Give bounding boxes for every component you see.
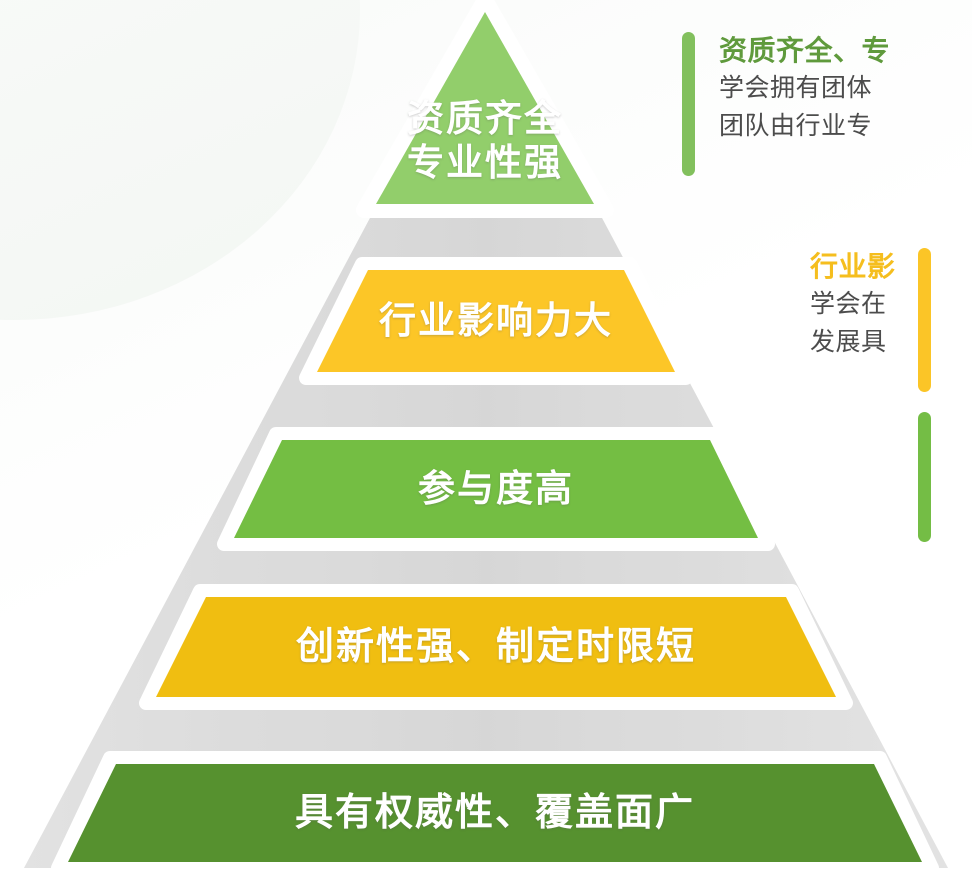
tier-2-shape xyxy=(299,257,693,385)
tier-1-shape xyxy=(356,0,614,218)
pyramid-tier-3[interactable]: 参与度高 xyxy=(217,427,775,551)
tier-5-shape xyxy=(51,751,939,875)
annotation-2-body: 行业影 学会在 发展具 xyxy=(810,248,972,398)
annotation-1-title: 资质齐全、专 xyxy=(719,35,891,66)
annotation-1-line-1: 学会拥有团体 xyxy=(719,74,873,103)
pyramid-tier-2[interactable]: 行业影响力大 xyxy=(299,257,693,385)
annotation-3 xyxy=(918,412,972,544)
annotation-1-accent-bar xyxy=(682,32,695,176)
annotation-2-accent-bar xyxy=(918,248,931,392)
annotation-2-line-2: 发展具 xyxy=(810,328,887,357)
tier-3-shape xyxy=(217,427,775,551)
pyramid-tier-4[interactable]: 创新性强、制定时限短 xyxy=(139,584,853,710)
annotation-1-line-2: 团队由行业专 xyxy=(719,112,873,141)
pyramid-tier-5[interactable]: 具有权威性、覆盖面广 xyxy=(51,751,939,875)
pyramid-tier-1[interactable]: 资质齐全 专业性强 xyxy=(330,0,640,226)
annotation-3-accent-bar xyxy=(918,412,931,542)
annotation-2 xyxy=(918,248,972,396)
annotation-1: 资质齐全、专 学会拥有团体 团队由行业专 xyxy=(682,32,972,180)
annotation-1-body: 资质齐全、专 学会拥有团体 团队由行业专 xyxy=(719,32,890,145)
tier-4-shape xyxy=(139,584,853,710)
annotation-2-title: 行业影 xyxy=(810,251,896,282)
annotation-2-line-1: 学会在 xyxy=(810,290,887,319)
